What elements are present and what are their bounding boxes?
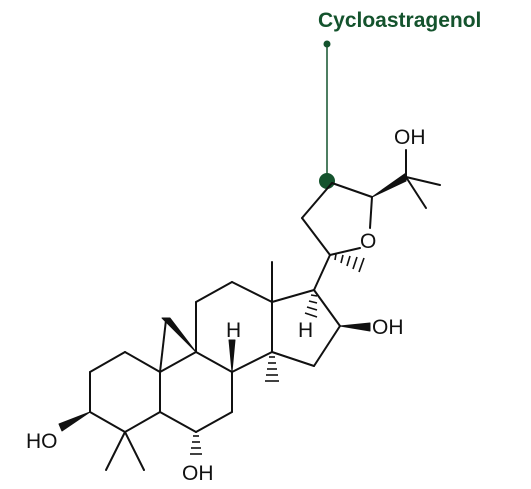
atom-labels: OH O OH H H H HO OH [26,126,426,485]
pointer-anchor-dot [323,40,331,48]
atom-label-h-c17: H [298,319,313,342]
atom-label-oh-top: OH [394,126,426,149]
atom-label-oh-c6: OH [182,462,214,485]
atom-label-oh-c16: OH [372,316,404,339]
hashed-bonds [190,253,365,455]
atom-label-ho-c3: HO [26,430,58,453]
atom-label-o-ring: O [360,230,376,253]
atom-label-h-c8: H [226,319,241,342]
skeleton-bonds [89,149,441,471]
pointer-callout [319,40,335,189]
pointer-target-dot [319,173,335,189]
compound-name-label: Cycloastragenol [318,9,482,32]
wedge-bonds [58,172,407,432]
